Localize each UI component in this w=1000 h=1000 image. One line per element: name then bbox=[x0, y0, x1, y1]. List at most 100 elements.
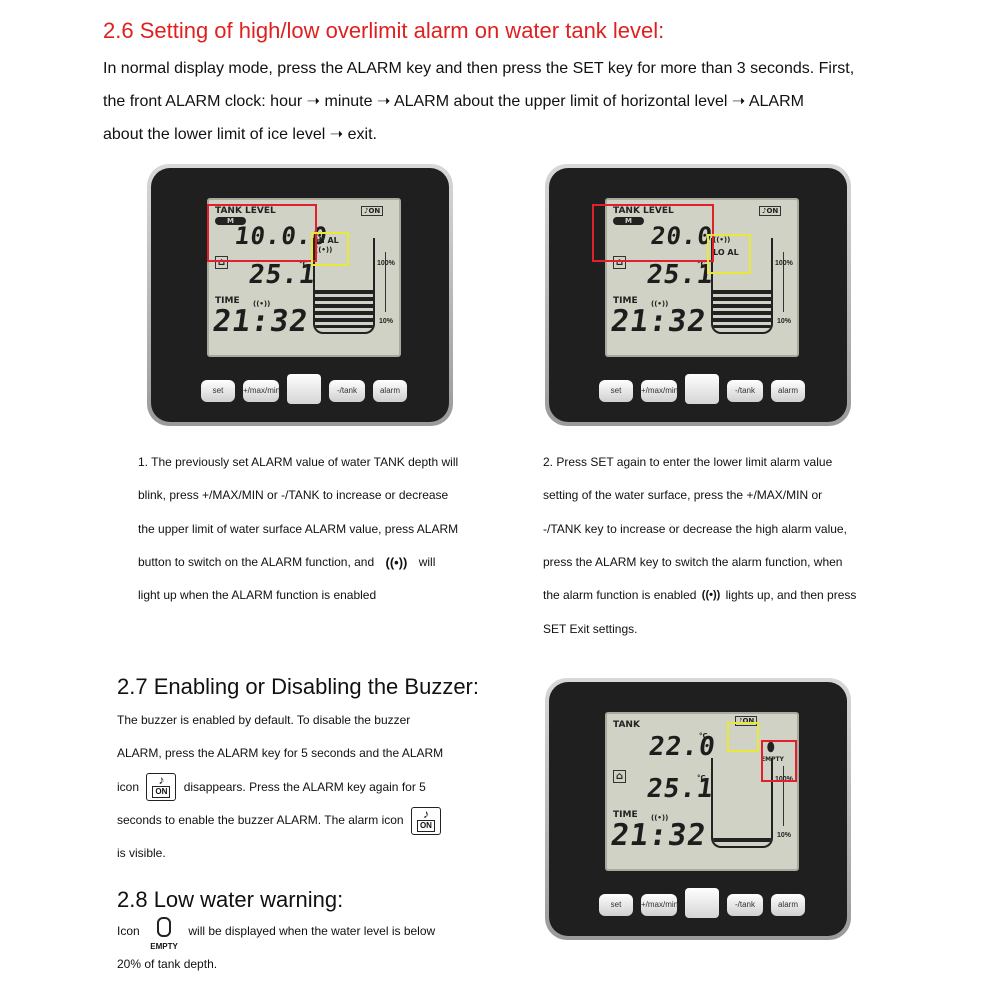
pct-high-label: 100% bbox=[775, 776, 793, 783]
buzzer-on-icon: ♪ON bbox=[759, 206, 782, 216]
device-image-low-water: TANK 22.0 °C ♪ON ⬮ EMPTY ⌂ 25.1 °C TIME … bbox=[545, 678, 851, 940]
drop-icon: ⬮ bbox=[767, 740, 775, 754]
set-button[interactable]: set bbox=[201, 380, 235, 402]
pct-high-label: 100% bbox=[377, 260, 395, 267]
tank-scale bbox=[777, 252, 784, 312]
alarm-button[interactable]: alarm bbox=[771, 894, 805, 916]
alarm-wave-icon: ((•)) bbox=[701, 589, 721, 602]
time-value: 21:32 bbox=[608, 818, 709, 853]
pct-low-label: 10% bbox=[777, 318, 792, 325]
caption-line: -/TANK key to increase or decrease the h… bbox=[543, 521, 847, 536]
water-level-bars bbox=[713, 290, 771, 328]
time-label: TIME bbox=[215, 296, 240, 306]
bell-icon: ♪ bbox=[422, 806, 429, 821]
tank-graphic bbox=[711, 758, 773, 848]
pct-low-label: 10% bbox=[379, 318, 394, 325]
highlight-box-yellow bbox=[727, 722, 759, 752]
paragraph-line: is visible. bbox=[117, 846, 166, 861]
alarm-wave-icon: ((•)) bbox=[385, 555, 408, 571]
temperature-unit: °C bbox=[697, 774, 706, 782]
alarm-mode-label: LO AL bbox=[713, 248, 739, 257]
caption-text: will bbox=[418, 554, 436, 569]
paragraph-text: Icon bbox=[117, 924, 140, 938]
alarm-wave-icon: ((•)) bbox=[713, 236, 731, 244]
time-value: 21:32 bbox=[608, 304, 709, 339]
tank-label: TANK bbox=[613, 720, 640, 730]
tank-button[interactable]: -/tank bbox=[727, 894, 763, 916]
caption-line: button to switch on the ALARM function, … bbox=[138, 546, 498, 579]
tank-level-label: TANK LEVEL bbox=[215, 206, 276, 216]
caption-line: the alarm function is enabled ((•)) ligh… bbox=[543, 579, 903, 612]
caption-line: the upper limit of water surface ALARM v… bbox=[138, 521, 459, 536]
time-label: TIME bbox=[613, 810, 638, 820]
buzzer-on-icon: ♪ ON bbox=[410, 806, 441, 835]
caption-line: 2. Press SET again to enter the lower li… bbox=[543, 455, 833, 469]
alarm-mode-label: HI AL bbox=[315, 236, 339, 245]
section-heading-2-7: 2.7 Enabling or Disabling the Buzzer: bbox=[117, 674, 479, 699]
tank-button[interactable]: -/tank bbox=[727, 380, 763, 402]
unit-badge: M bbox=[215, 217, 246, 225]
tank-graphic bbox=[313, 238, 375, 334]
on-label: ON bbox=[152, 786, 171, 799]
tank-graphic bbox=[711, 238, 773, 334]
unit-badge: M bbox=[613, 217, 644, 225]
paragraph-line: seconds to enable the buzzer ALARM. The … bbox=[117, 804, 497, 837]
lcd-screen: TANK LEVEL M 20.0 ((•)) LO AL ♪ON ⌂ 25.1… bbox=[605, 198, 799, 357]
tank-level-label: TANK LEVEL bbox=[613, 206, 674, 216]
highlight-box-red bbox=[761, 740, 797, 782]
light-button[interactable] bbox=[685, 374, 719, 404]
paragraph-line: ALARM, press the ALARM key for 5 seconds… bbox=[117, 746, 444, 761]
caption-text: lights up, and then press bbox=[725, 588, 857, 603]
set-button[interactable]: set bbox=[599, 380, 633, 402]
alarm-wave-icon: ((•)) bbox=[651, 814, 669, 822]
tank-scale bbox=[379, 252, 386, 312]
section-2-6-paragraph: In normal display mode, press the ALARM … bbox=[103, 52, 973, 151]
highlight-box-yellow bbox=[707, 234, 751, 274]
highlight-box-red bbox=[207, 204, 317, 262]
buzzer-on-icon: ♪ON bbox=[735, 716, 758, 726]
buzzer-on-icon: ♪ ON bbox=[146, 773, 177, 802]
level-unit: °C bbox=[699, 732, 708, 740]
max-min-button[interactable]: +/max/min bbox=[641, 380, 678, 402]
on-label: ON bbox=[416, 819, 435, 832]
empty-tank-icon: EMPTY bbox=[147, 916, 181, 951]
temperature-unit: °C bbox=[697, 260, 706, 268]
max-min-button[interactable]: +/max/min bbox=[243, 380, 280, 402]
caption-line: 1. The previously set ALARM value of wat… bbox=[138, 455, 459, 469]
paragraph-text: will be displayed when the water level i… bbox=[188, 924, 436, 938]
tank-button[interactable]: -/tank bbox=[329, 380, 365, 402]
caption-2: 2. Press SET again to enter the lower li… bbox=[543, 446, 903, 646]
drop-icon bbox=[157, 916, 172, 937]
caption-line: light up when the ALARM function is enab… bbox=[138, 588, 377, 603]
paragraph-line: In normal display mode, press the ALARM … bbox=[103, 60, 855, 77]
paragraph-line: Icon EMPTY will be displayed when the wa… bbox=[117, 915, 497, 951]
caption-line: SET Exit settings. bbox=[543, 621, 638, 636]
light-button[interactable] bbox=[685, 888, 719, 918]
pct-low-label: 10% bbox=[777, 832, 792, 839]
alarm-wave-icon: ((•)) bbox=[651, 300, 669, 308]
home-temp-icon: ⌂ bbox=[613, 770, 627, 783]
device-image-low-alarm: TANK LEVEL M 20.0 ((•)) LO AL ♪ON ⌂ 25.1… bbox=[545, 164, 851, 426]
alarm-button[interactable]: alarm bbox=[373, 380, 407, 402]
caption-line: blink, press +/MAX/MIN or -/TANK to incr… bbox=[138, 488, 449, 503]
home-temp-icon: ⌂ bbox=[215, 256, 229, 269]
water-level-bars bbox=[315, 290, 373, 328]
caption-text: the alarm function is enabled bbox=[543, 588, 697, 603]
section-2-8-text: Icon EMPTY will be displayed when the wa… bbox=[117, 915, 497, 982]
set-button[interactable]: set bbox=[599, 894, 633, 916]
paragraph-text: disappears. Press the ALARM key again fo… bbox=[183, 779, 426, 794]
paragraph-text: seconds to enable the buzzer ALARM. The … bbox=[117, 812, 404, 827]
caption-text: button to switch on the ALARM function, … bbox=[138, 554, 375, 569]
alarm-button[interactable]: alarm bbox=[771, 380, 805, 402]
lcd-screen: TANK 22.0 °C ♪ON ⬮ EMPTY ⌂ 25.1 °C TIME … bbox=[605, 712, 799, 871]
max-min-button[interactable]: +/max/min bbox=[641, 894, 678, 916]
section-heading-2-8: 2.8 Low water warning: bbox=[117, 887, 344, 912]
bell-icon: ♪ bbox=[158, 773, 165, 788]
water-level-bars bbox=[713, 838, 771, 842]
highlight-box-yellow bbox=[311, 232, 349, 266]
home-temp-icon: ⌂ bbox=[613, 256, 627, 269]
section-2-7-text: The buzzer is enabled by default. To dis… bbox=[117, 704, 497, 870]
device-image-high-alarm: TANK LEVEL M 10.0.0 HI AL ((•)) ♪ON ⌂ 25… bbox=[147, 164, 453, 426]
light-button[interactable] bbox=[287, 374, 321, 404]
time-label: TIME bbox=[613, 296, 638, 306]
